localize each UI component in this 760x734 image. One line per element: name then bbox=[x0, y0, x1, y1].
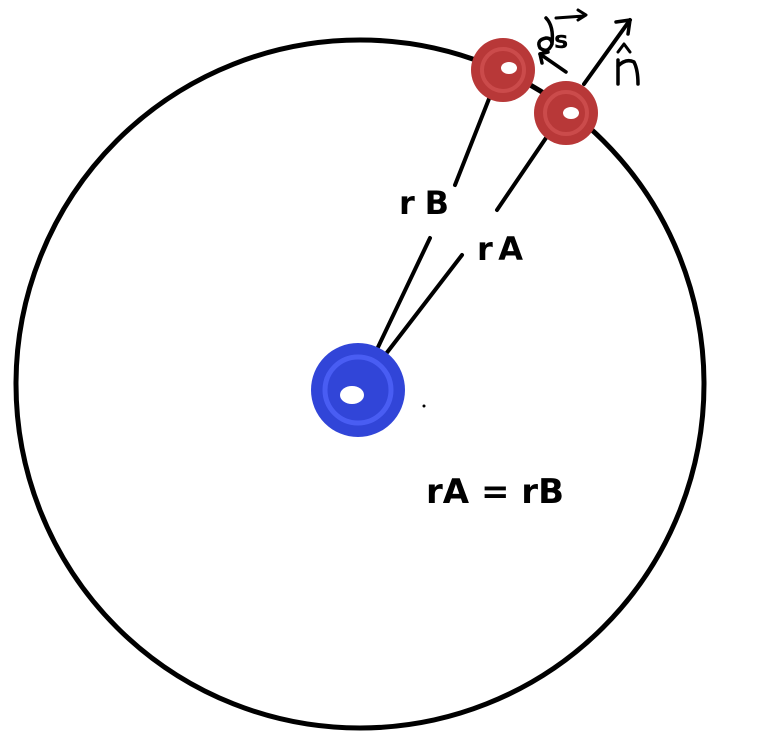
n-label-group bbox=[616, 42, 640, 86]
ds-vector-overline bbox=[554, 8, 588, 22]
central-body bbox=[311, 343, 405, 437]
stray-dot bbox=[422, 404, 426, 408]
normal-vector-arrow bbox=[582, 18, 632, 86]
ds-label: s bbox=[554, 26, 568, 54]
ds-label-group: s bbox=[537, 8, 588, 54]
orbiting-body-a bbox=[534, 81, 598, 145]
n-hat bbox=[616, 42, 632, 54]
partial-symbol bbox=[537, 16, 555, 52]
ds-vector-arrow bbox=[538, 50, 568, 74]
orbiting-body-b bbox=[471, 38, 535, 102]
equation-label: rA = rB bbox=[426, 472, 564, 512]
n-label-glyph bbox=[616, 58, 640, 86]
orbit-circle bbox=[13, 37, 707, 731]
r-a-label: rA bbox=[477, 230, 523, 268]
r-b-label: rB bbox=[399, 184, 449, 222]
